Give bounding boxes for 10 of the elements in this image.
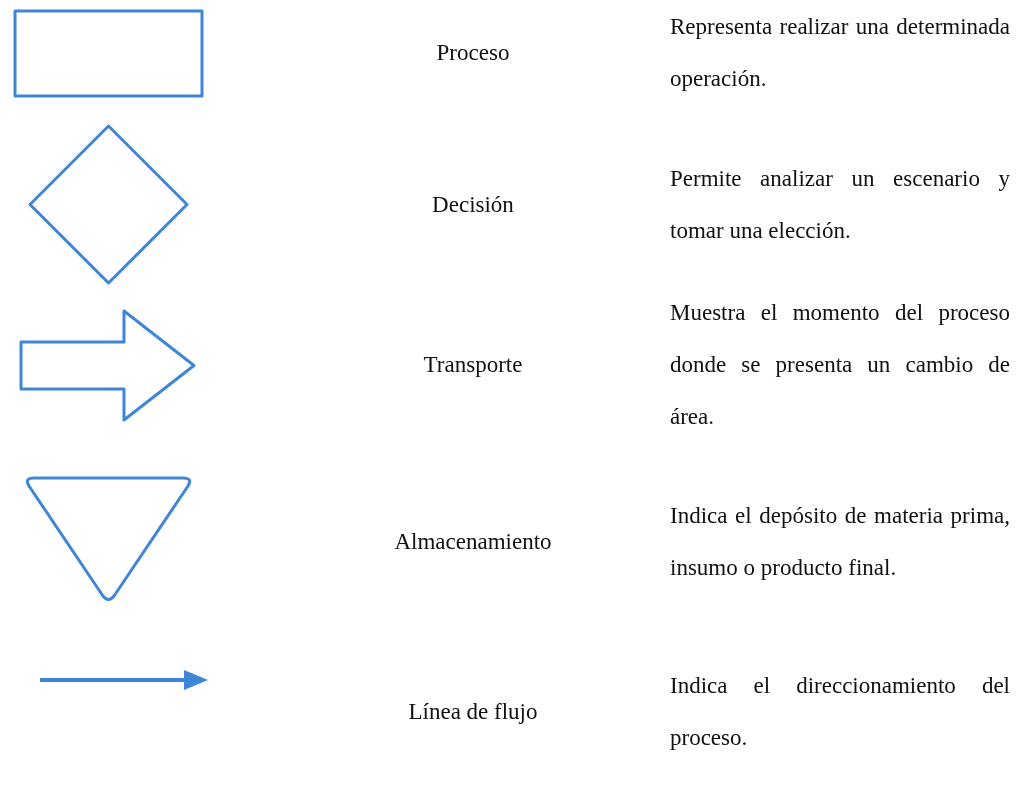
- symbol-name: Decisión: [431, 192, 515, 218]
- symbol-description: Indica el depósito de materia prima, insumo o producto final.: [670, 502, 1010, 582]
- symbol-description: Permite analizar un escenario y tomar una elección.: [670, 165, 1010, 245]
- symbol-name: Línea de flujo: [407, 699, 539, 725]
- symbol-name: Transporte: [422, 352, 524, 378]
- symbol-name: Almacenamiento: [393, 529, 553, 555]
- symbol-description: Indica el direccionamiento del proceso.: [670, 672, 1010, 752]
- symbol-description: Representa realizar una determinada operación.: [670, 13, 1010, 93]
- symbol-name: Proceso: [435, 40, 511, 66]
- symbol-description: Muestra el momento del proceso donde se presenta un cambio de área.: [670, 299, 1010, 431]
